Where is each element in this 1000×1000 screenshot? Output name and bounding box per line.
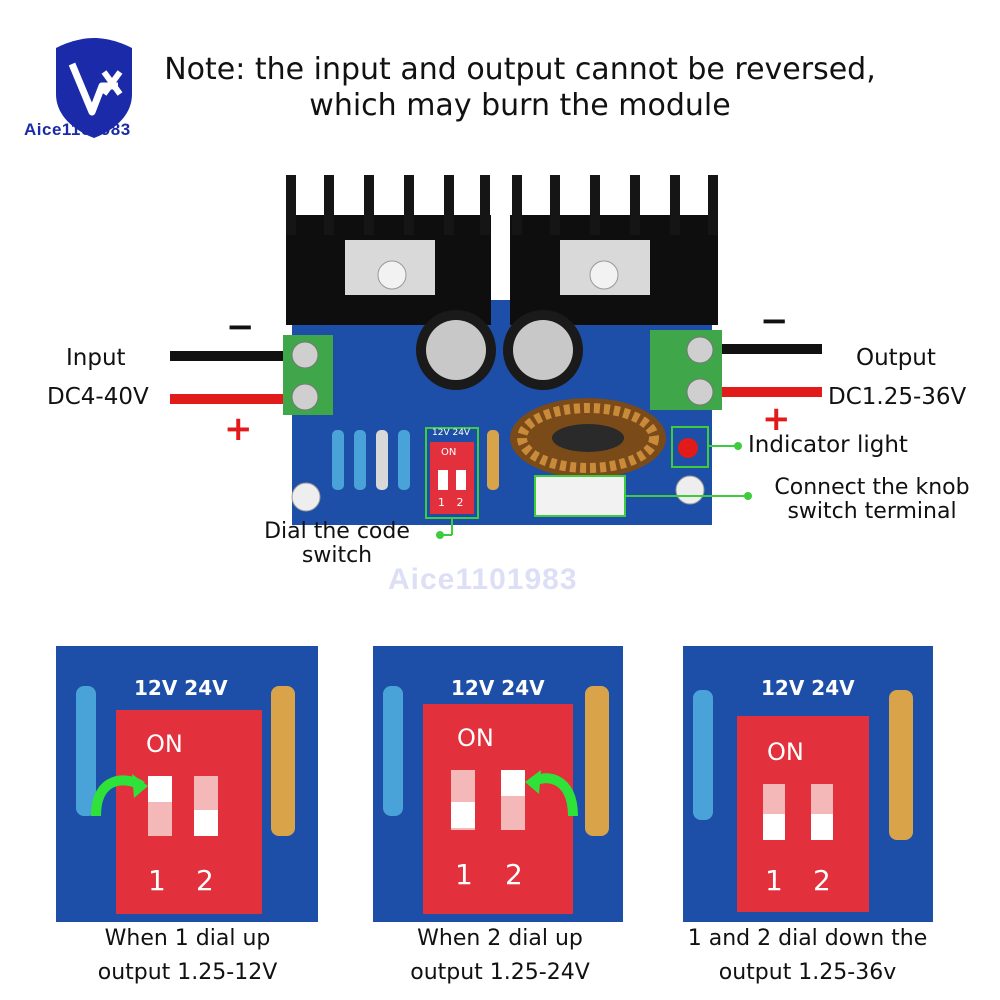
input-voltage-label: DC4-40V bbox=[47, 384, 149, 410]
panel-3-caption: 1 and 2 dial down the output 1.25-36v bbox=[687, 926, 928, 985]
output-minus-sign: − bbox=[760, 301, 789, 341]
indicator-light-label: Indicator light bbox=[748, 432, 908, 458]
inductor-coil bbox=[510, 398, 666, 478]
output-label: Output bbox=[856, 345, 936, 371]
output-terminal-block bbox=[650, 330, 722, 410]
indicator-led bbox=[678, 438, 698, 458]
dip-panel-1-graphic bbox=[76, 686, 295, 914]
panel-2-caption: When 2 dial up output 1.25-24V bbox=[410, 926, 590, 985]
board-dip-numbers: 1 2 bbox=[438, 496, 468, 509]
panel-1-caption: When 1 dial up output 1.25-12V bbox=[97, 926, 278, 985]
output-positive-wire bbox=[702, 387, 822, 397]
dip-panel-1: 12V 24V ON 1 2 bbox=[56, 646, 318, 922]
knob-connector bbox=[534, 475, 626, 517]
brand-watermark: Aice1101983 bbox=[388, 563, 578, 596]
input-minus-sign: − bbox=[226, 307, 255, 347]
pcb-board bbox=[292, 300, 712, 525]
dial-switch-label: Dial the code switch bbox=[264, 519, 410, 568]
heatsink-right bbox=[510, 175, 718, 325]
resistor-row bbox=[332, 430, 499, 490]
note-line-1: Note: the input and output cannot be rev… bbox=[164, 52, 876, 87]
output-negative-wire bbox=[702, 344, 822, 354]
output-plus-sign: + bbox=[762, 399, 791, 439]
module-board-illustration bbox=[170, 175, 822, 539]
note-line-2: which may burn the module bbox=[309, 88, 731, 123]
dip-panel-3: 12V 24V ON 1 2 bbox=[683, 646, 933, 922]
dip-panel-2: 12V 24V ON 1 2 bbox=[373, 646, 623, 922]
board-dip-on-label: ON bbox=[441, 447, 457, 458]
knob-terminal-label: Connect the knob switch terminal bbox=[774, 475, 970, 524]
output-voltage-label: DC1.25-36V bbox=[828, 384, 967, 410]
brand-logo-icon bbox=[56, 38, 132, 138]
input-terminal-block bbox=[283, 335, 333, 415]
board-dip-voltage-label: 12V 24V bbox=[432, 428, 471, 438]
input-plus-sign: + bbox=[224, 409, 253, 449]
input-label: Input bbox=[66, 345, 126, 371]
heatsink-left bbox=[286, 175, 491, 325]
input-negative-wire bbox=[170, 351, 288, 361]
dip-panel-3-graphic bbox=[693, 690, 913, 912]
warning-note: Note: the input and output cannot be rev… bbox=[120, 52, 920, 124]
input-positive-wire bbox=[170, 394, 288, 404]
dip-panel-2-graphic bbox=[383, 686, 609, 914]
brand-logo-text: Aice1101983 bbox=[24, 120, 131, 139]
